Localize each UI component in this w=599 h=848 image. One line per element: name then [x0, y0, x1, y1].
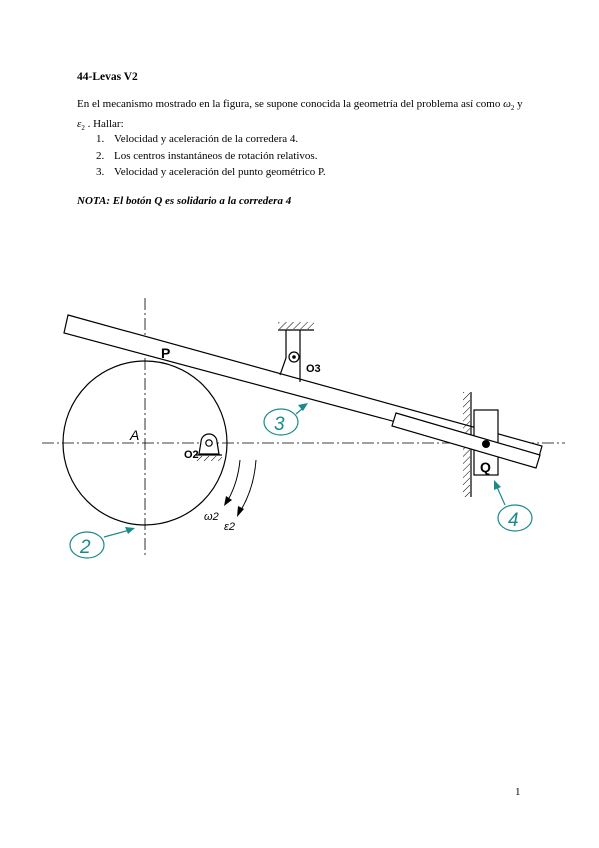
intro-end: . Hallar: [87, 118, 124, 131]
conjunction: y [517, 98, 523, 110]
list-item: 3. Velocidad y aceleración del punto geom… [96, 164, 326, 181]
callout-2: 2 [69, 527, 135, 559]
label-O2: O2 [184, 449, 199, 461]
item-text: Velocidad y aceleración del punto geomét… [114, 166, 326, 178]
pivot-o2 [205, 439, 213, 447]
slider-4 [391, 412, 541, 469]
omega-symbol: ω [503, 98, 511, 110]
omega-subscript: 2 [510, 104, 515, 113]
cam-disc [62, 360, 228, 526]
label-Q: Q [480, 459, 491, 475]
callout-4-label: 4 [508, 510, 519, 531]
item-number: 2. [96, 149, 105, 162]
ground-hatch-o2 [196, 456, 222, 461]
epsilon-symbol: ε [77, 118, 82, 131]
callout-3: 3 [263, 403, 308, 436]
item-text: Los centros instantáneos de rotación rel… [114, 149, 318, 162]
question-list: 1. Velocidad y aceleración de la correder… [96, 131, 326, 181]
problem-statement: En el mecanismo mostrado en la figura, s… [77, 96, 527, 136]
callout-3-label: 3 [274, 414, 285, 435]
omega-arrowhead [224, 496, 232, 506]
pivot-o3-center [292, 355, 296, 359]
label-O3: O3 [306, 363, 321, 375]
item-number: 1. [96, 133, 105, 145]
o3-bracket [279, 330, 287, 376]
ground-hatch-o3 [278, 322, 314, 329]
label-P: P [161, 345, 170, 361]
item-text: Velocidad y aceleración de la corredera … [114, 133, 299, 145]
document-title: 44-Levas V2 [77, 71, 138, 83]
intro-text: En el mecanismo mostrado en la figura, s… [77, 98, 501, 110]
label-A: A [129, 427, 139, 443]
button-Q [482, 440, 490, 448]
list-item: 2. Los centros instantáneos de rotación r… [96, 148, 326, 165]
list-item: 1. Velocidad y aceleración de la correder… [96, 131, 326, 148]
epsilon-arrow [240, 459, 257, 511]
note-text: NOTA: El botón Q es solidario a la corre… [77, 195, 292, 207]
epsilon-arrowhead [237, 506, 244, 517]
label-epsilon2: ε2 [224, 521, 235, 533]
callout-2-label: 2 [79, 537, 91, 558]
omega-arrow [227, 459, 241, 501]
page-number: 1 [515, 786, 521, 798]
epsilon-subscript: 2 [81, 124, 85, 133]
callout-4: 4 [494, 480, 533, 532]
label-omega2: ω2 [204, 511, 219, 523]
item-number: 3. [96, 166, 105, 178]
